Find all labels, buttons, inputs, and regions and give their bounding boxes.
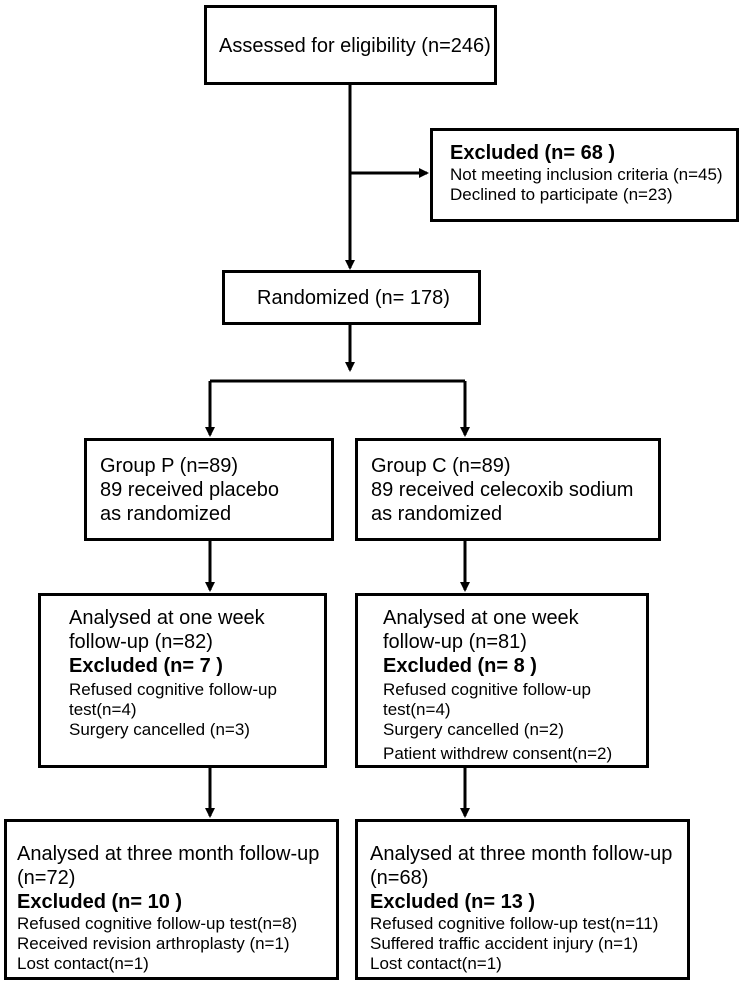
month-c-excluded: Excluded (n= 13 ) [370, 891, 536, 913]
month-p-box: Analysed at three month follow-up (n=72)… [4, 819, 339, 980]
week-c-line: Analysed at one week [383, 607, 579, 629]
month-c-box: Analysed at three month follow-up (n=68)… [355, 819, 690, 980]
week-p-line: follow-up (n=82) [69, 631, 213, 653]
excluded-top-box: Excluded (n= 68 ) Not meeting inclusion … [430, 128, 739, 222]
group-p-box: Group P (n=89) 89 received placebo as ra… [84, 438, 334, 541]
month-p-excluded: Excluded (n= 10 ) [17, 891, 183, 913]
week-c-line: follow-up (n=81) [383, 631, 527, 653]
month-c-line: (n=68) [370, 867, 429, 889]
group-p-line: 89 received placebo [100, 479, 280, 501]
week-c-item: Surgery cancelled (n=2) [383, 720, 564, 739]
week-c-box: Analysed at one week follow-up (n=81) Ex… [355, 593, 649, 768]
assessed-box: Assessed for eligibility (n=246) [204, 5, 497, 85]
group-c-line: 89 received celecoxib sodium [371, 479, 634, 501]
month-c-line: Analysed at three month follow-up [370, 843, 673, 865]
week-p-item: test(n=4) [69, 700, 137, 719]
week-p-excluded: Excluded (n= 7 ) [69, 655, 223, 677]
week-c-item: test(n=4) [383, 700, 451, 719]
month-p-line: Analysed at three month follow-up [17, 843, 320, 865]
month-c-item: Refused cognitive follow-up test(n=11) [370, 914, 659, 933]
month-c-item: Lost contact(n=1) [370, 954, 502, 973]
randomized-box: Randomized (n= 178) [222, 270, 481, 325]
group-p-line: Group P (n=89) [100, 455, 239, 477]
week-p-item: Surgery cancelled (n=3) [69, 720, 250, 739]
week-p-box: Analysed at one week follow-up (n=82) Ex… [38, 593, 327, 768]
week-c-item: Patient withdrew consent(n=2) [383, 744, 613, 763]
excluded-top-item: Not meeting inclusion criteria (n=45) [450, 165, 723, 184]
week-c-excluded: Excluded (n= 8 ) [383, 655, 537, 677]
group-c-line: as randomized [371, 503, 503, 525]
month-c-item: Suffered traffic accident injury (n=1) [370, 934, 639, 953]
randomized-text: Randomized (n= 178) [257, 287, 450, 309]
month-p-item: Refused cognitive follow-up test(n=8) [17, 914, 298, 933]
month-p-line: (n=72) [17, 867, 76, 889]
group-c-line: Group C (n=89) [371, 455, 511, 477]
month-p-item: Received revision arthroplasty (n=1) [17, 934, 290, 953]
week-c-item: Refused cognitive follow-up [383, 680, 591, 699]
week-p-line: Analysed at one week [69, 607, 265, 629]
week-p-item: Refused cognitive follow-up [69, 680, 277, 699]
group-c-box: Group C (n=89) 89 received celecoxib sod… [355, 438, 661, 541]
month-p-item: Lost contact(n=1) [17, 954, 149, 973]
group-p-line: as randomized [100, 503, 232, 525]
excluded-top-item: Declined to participate (n=23) [450, 185, 673, 204]
excluded-top-title: Excluded (n= 68 ) [450, 142, 616, 164]
assessed-text: Assessed for eligibility (n=246) [219, 35, 491, 57]
